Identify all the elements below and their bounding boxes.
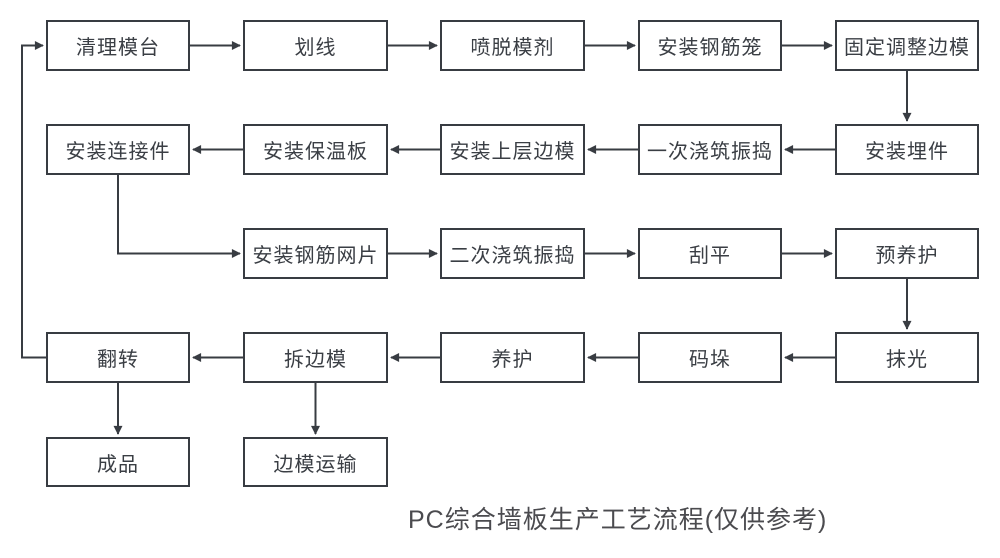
node-flipping: 翻转: [46, 332, 190, 383]
node-side-mold-transport: 边模运输: [243, 437, 388, 487]
edge-flipping-loop-to-clean-mold-table: [21, 41, 46, 359]
node-spray-release-agent: 喷脱模剂: [440, 20, 585, 71]
edge-install-connectors-to-install-rebar-mesh: [117, 175, 241, 258]
node-install-upper-side-molds: 安装上层边模: [440, 124, 585, 175]
node-remove-side-molds: 拆边模: [243, 332, 388, 383]
node-pre-curing: 预养护: [835, 228, 979, 279]
node-first-pour-vibrate: 一次浇筑振捣: [638, 124, 782, 175]
node-install-rebar-mesh: 安装钢筋网片: [243, 228, 388, 279]
diagram-title: PC综合墙板生产工艺流程(仅供参考): [408, 506, 828, 534]
node-install-connectors: 安装连接件: [46, 124, 190, 175]
node-fix-adjust-side-molds: 固定调整边模: [835, 20, 979, 71]
node-finished-product: 成品: [46, 437, 190, 487]
node-install-rebar-cage: 安装钢筋笼: [638, 20, 782, 71]
node-install-embedded-parts: 安装埋件: [835, 124, 979, 175]
node-stacking: 码垛: [638, 332, 782, 383]
node-second-pour-vibrate: 二次浇筑振捣: [440, 228, 585, 279]
node-troweling: 抹光: [835, 332, 979, 383]
node-screeding: 刮平: [638, 228, 782, 279]
node-curing: 养护: [440, 332, 585, 383]
node-install-insulation-board: 安装保温板: [243, 124, 388, 175]
node-clean-mold-table: 清理模台: [46, 20, 190, 71]
node-scribing: 划线: [243, 20, 388, 71]
